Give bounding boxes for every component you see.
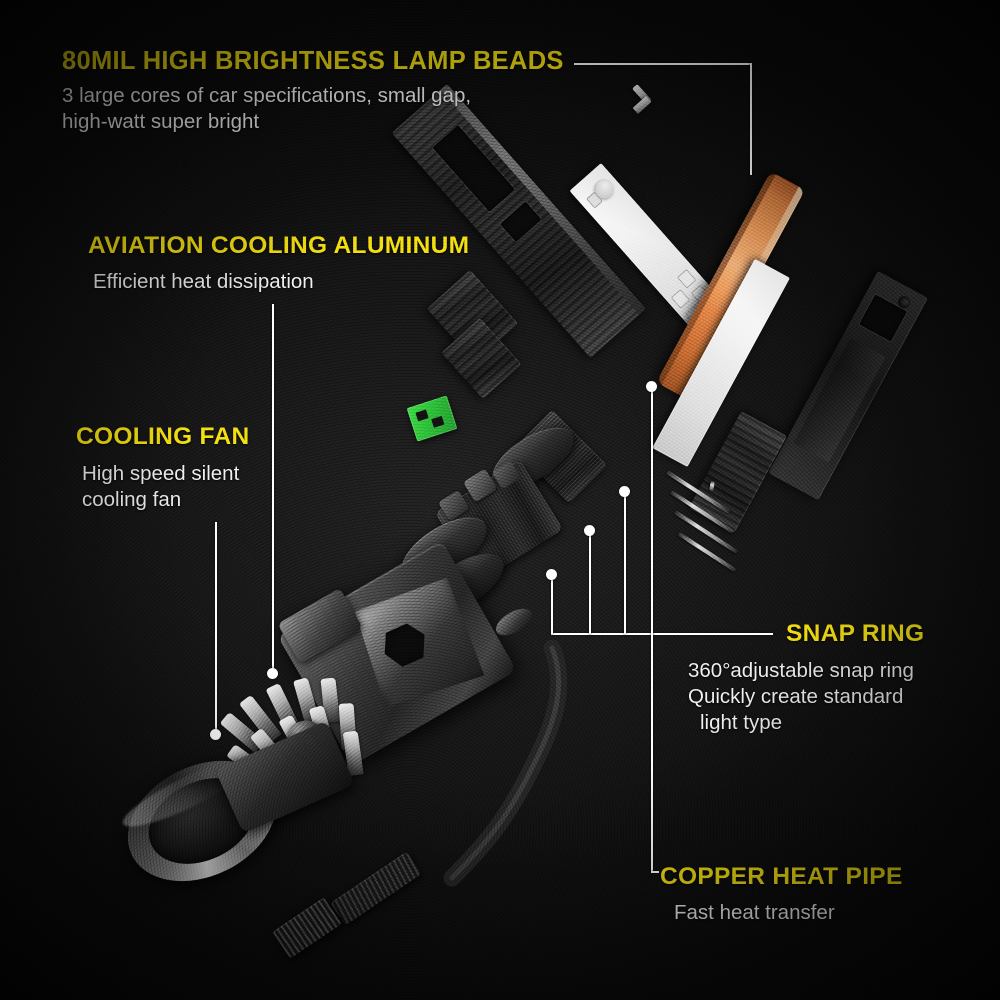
callout-aviation-aluminum: AVIATION COOLING ALUMINUM Efficient heat… bbox=[88, 232, 469, 295]
leader-aluminum-v bbox=[272, 304, 274, 674]
leader-copper-h bbox=[651, 871, 659, 873]
callout-copper-heat-pipe-body: Fast heat transfer bbox=[674, 900, 903, 926]
callout-aviation-aluminum-title: AVIATION COOLING ALUMINUM bbox=[88, 232, 470, 259]
leader-snapring-v3 bbox=[624, 496, 626, 634]
leader-lamp-beads-v bbox=[750, 63, 752, 175]
leader-fan-v bbox=[215, 522, 217, 734]
leader-lamp-beads-h bbox=[574, 63, 752, 65]
callout-snap-ring: SNAP RING 360°adjustable snap ring Quick… bbox=[688, 620, 924, 737]
leader-fan-dot bbox=[210, 729, 221, 740]
power-cable-connector bbox=[272, 897, 342, 959]
connector-chip bbox=[415, 409, 429, 422]
callout-snap-ring-title: SNAP RING bbox=[786, 620, 925, 647]
connector-chip bbox=[431, 415, 445, 428]
callout-lamp-beads-body-line: high-watt super bright bbox=[62, 110, 260, 134]
callout-copper-heat-pipe: COPPER HEAT PIPE Fast heat transfer bbox=[660, 863, 903, 926]
callout-snap-ring-body-line: Quickly create standard bbox=[688, 685, 904, 709]
callout-cooling-fan-body: High speed silent cooling fan bbox=[82, 461, 249, 513]
callout-aviation-aluminum-body-line: Efficient heat dissipation bbox=[93, 270, 314, 293]
callout-copper-heat-pipe-body-line: Fast heat transfer bbox=[674, 901, 835, 924]
leader-copper-dot bbox=[646, 381, 657, 392]
callout-copper-heat-pipe-title: COPPER HEAT PIPE bbox=[660, 863, 903, 890]
callout-snap-ring-body: 360°adjustable snap ring Quickly create … bbox=[688, 658, 924, 737]
callout-lamp-beads: 80MIL HIGH BRIGHTNESS LAMP BEADS 3 large… bbox=[62, 47, 564, 135]
spacer-washer bbox=[491, 603, 537, 641]
leader-snapring-dot-3 bbox=[619, 486, 630, 497]
leader-snapring-v2 bbox=[589, 535, 591, 634]
callout-aviation-aluminum-body: Efficient heat dissipation bbox=[93, 269, 469, 295]
mounting-bracket bbox=[768, 270, 928, 501]
callout-snap-ring-body-line: 360°adjustable snap ring bbox=[688, 659, 914, 682]
leader-aluminum-dot bbox=[267, 668, 278, 679]
screw-shaft bbox=[632, 96, 652, 114]
callout-cooling-fan-title: COOLING FAN bbox=[76, 423, 250, 450]
green-driver-connector bbox=[406, 395, 458, 442]
leader-snapring-v1 bbox=[551, 579, 553, 634]
leader-snapring-dot-2 bbox=[584, 525, 595, 536]
snap-ring-spring bbox=[663, 470, 753, 582]
callout-cooling-fan: COOLING FAN High speed silent cooling fa… bbox=[76, 423, 249, 513]
callout-cooling-fan-body-line: cooling fan bbox=[82, 488, 182, 512]
callout-cooling-fan-body-line: High speed silent bbox=[82, 462, 240, 485]
callout-snap-ring-body-line: light type bbox=[700, 711, 783, 735]
power-cable bbox=[380, 640, 600, 970]
leader-snapring-dot-1 bbox=[546, 569, 557, 580]
leader-copper-v bbox=[651, 390, 653, 872]
callout-lamp-beads-body-line: 3 large cores of car specifications, sma… bbox=[62, 84, 472, 107]
callout-lamp-beads-title: 80MIL HIGH BRIGHTNESS LAMP BEADS bbox=[62, 47, 564, 75]
callout-lamp-beads-body: 3 large cores of car specifications, sma… bbox=[62, 83, 564, 135]
